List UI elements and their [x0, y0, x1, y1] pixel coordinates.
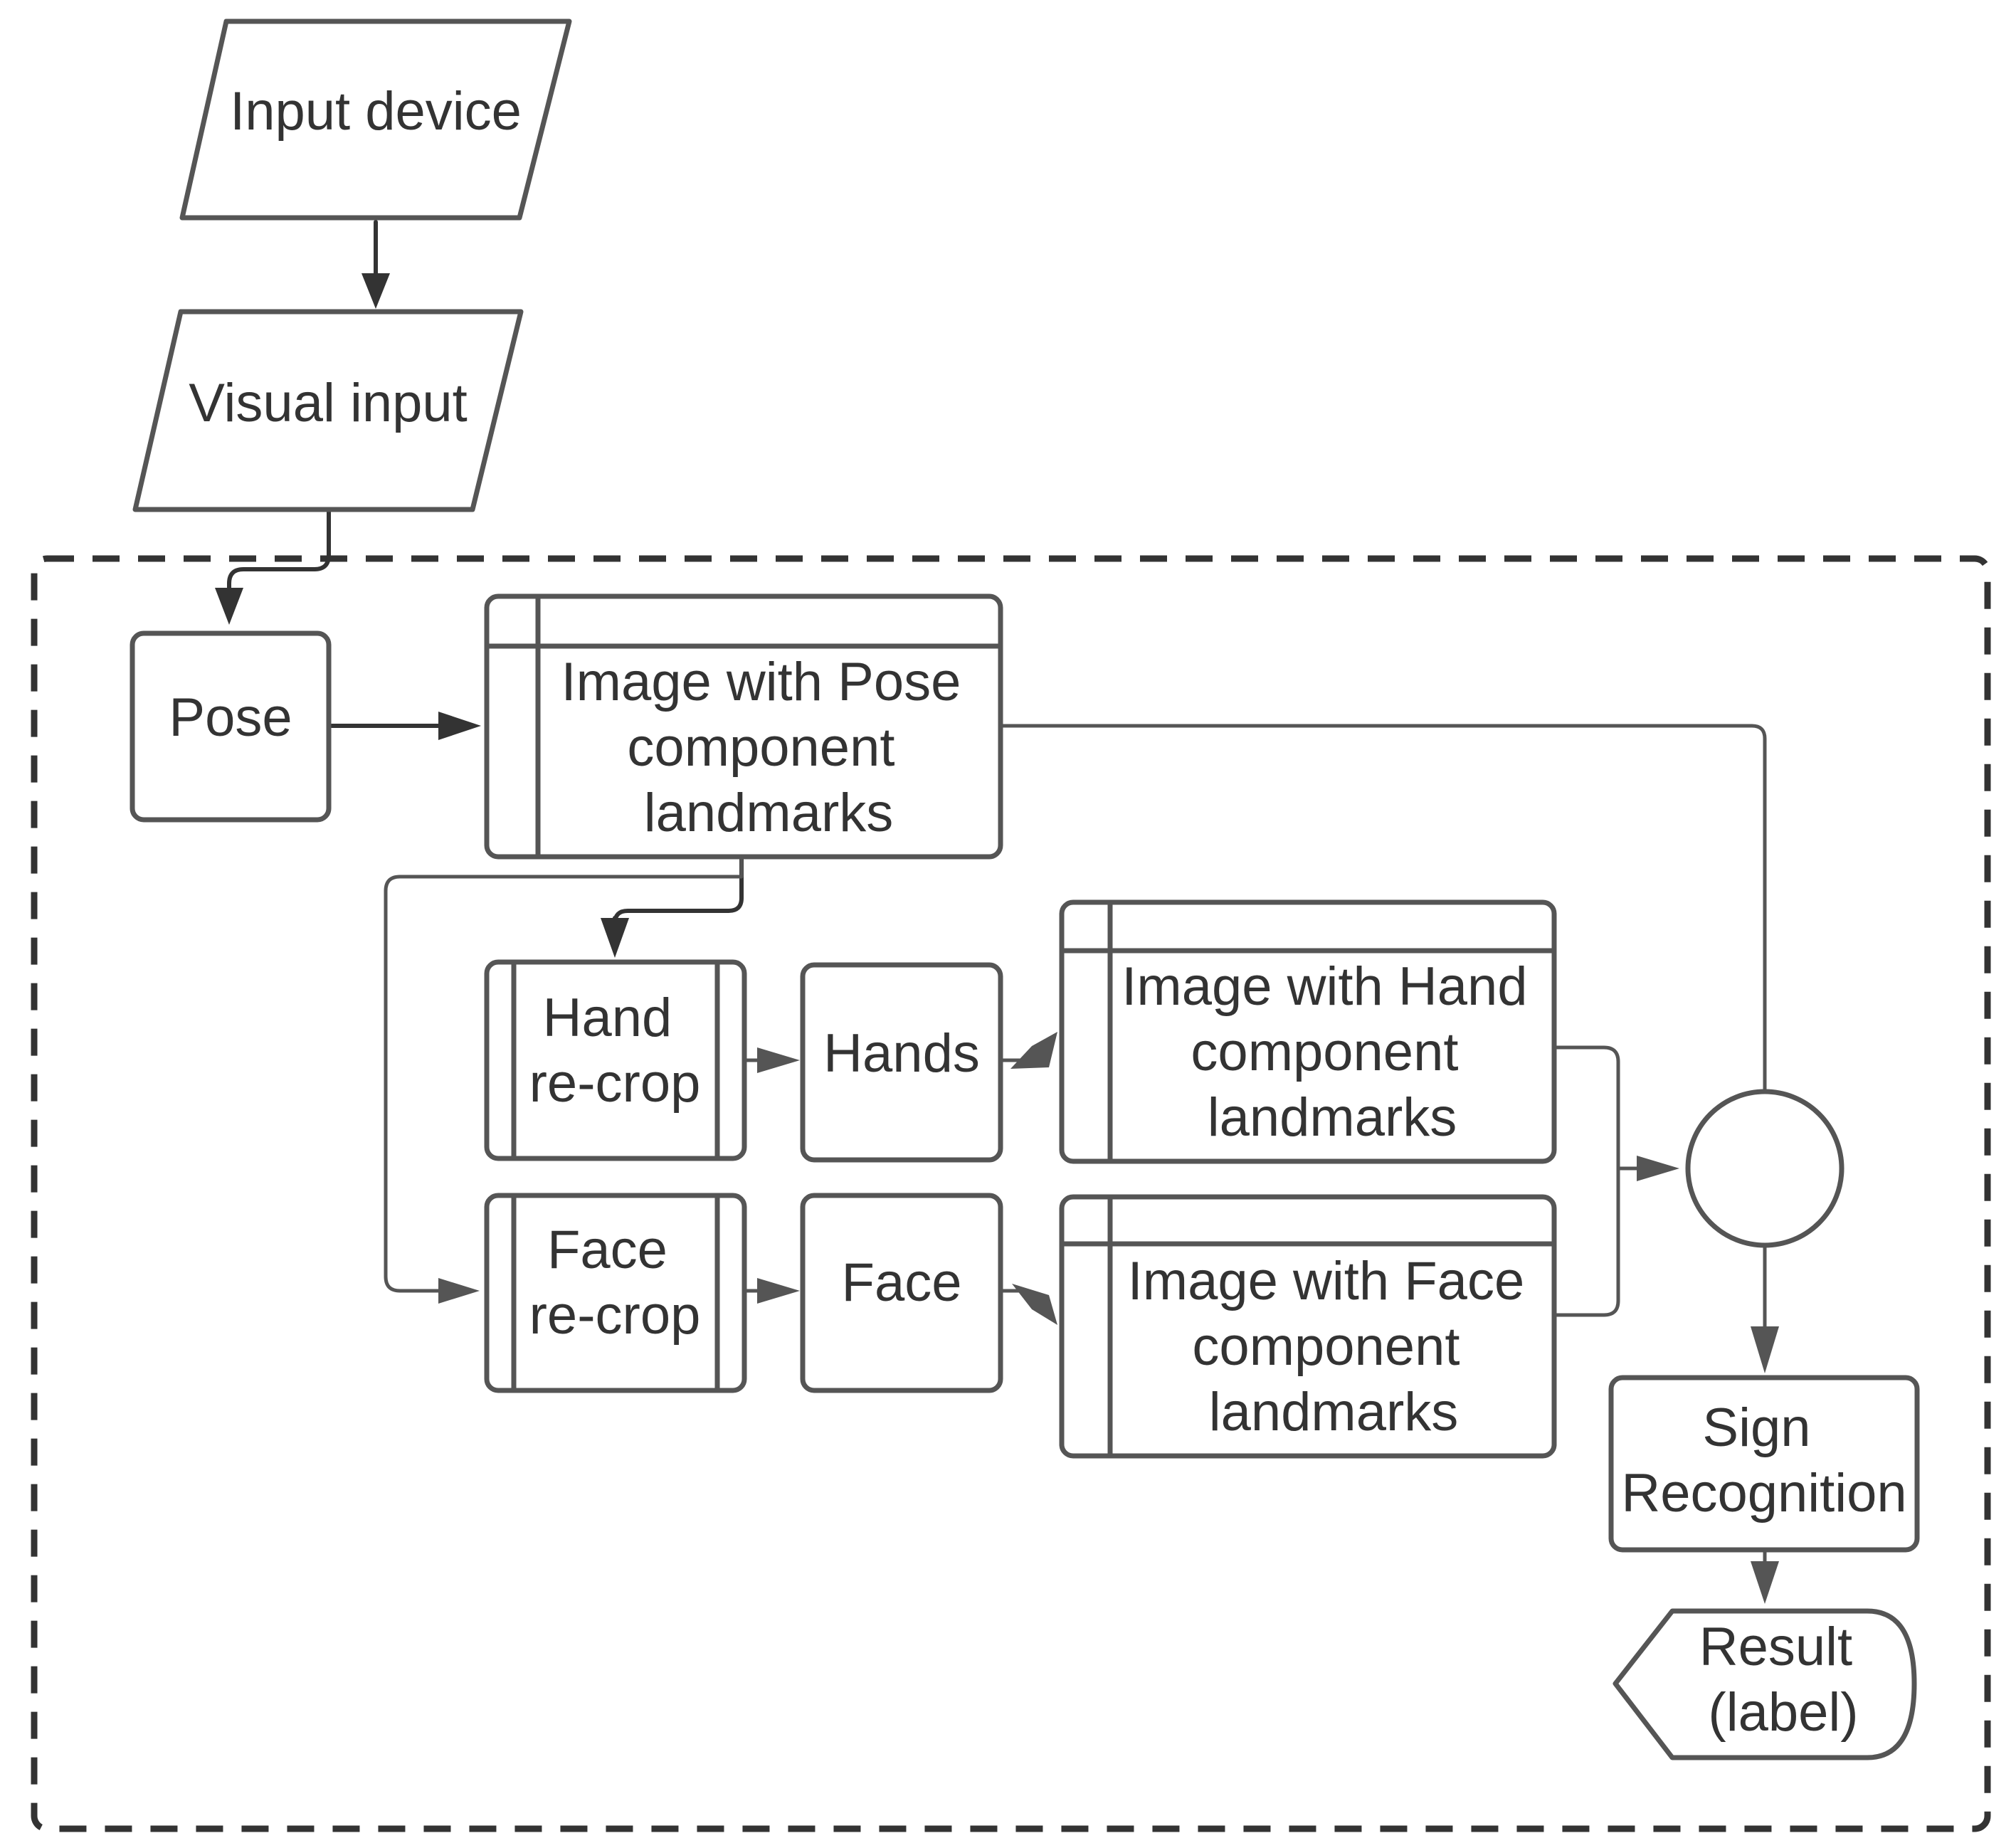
arrowhead-hand-recrop	[601, 918, 629, 958]
arrowhead-merge	[1637, 1156, 1679, 1181]
process-box	[1608, 1375, 1920, 1553]
label-line: component	[627, 717, 894, 778]
node-hand-recrop: Hand re-crop	[484, 959, 747, 1161]
edge-face-landmarks-to-merge	[1552, 1166, 1620, 1317]
process-box	[800, 962, 1003, 1163]
label-line: Recognition	[1621, 1463, 1906, 1523]
label-line: landmarks	[1208, 1087, 1457, 1148]
node-face: Face	[800, 1193, 1003, 1393]
label-line: component	[1192, 1316, 1460, 1377]
node-visual-input: Visual input	[132, 309, 524, 512]
subprocess-box	[484, 959, 747, 1161]
label-line: Pose	[169, 687, 292, 748]
arrowhead-result	[1751, 1561, 1779, 1604]
node-label: Face re-crop	[529, 1220, 701, 1346]
storage-box	[484, 593, 1003, 860]
label-line: Image with Pose	[561, 652, 961, 712]
arrowhead-face	[757, 1278, 800, 1304]
node-label: Visual input	[189, 373, 468, 433]
label-line: landmarks	[1209, 1382, 1459, 1442]
label-line: component	[1191, 1022, 1458, 1082]
label-line: Image with Face	[1128, 1251, 1525, 1311]
node-label: Image with Hand component landmarks	[1122, 956, 1542, 1148]
subprocess-box	[484, 1193, 747, 1393]
merge-node	[1685, 1089, 1845, 1248]
edge-pose-landmarks-to-hand-recrop	[613, 855, 744, 926]
arrowhead-face-landmarks	[1012, 1284, 1057, 1325]
label-line: Face	[547, 1220, 667, 1280]
node-label: Image with Face component landmarks	[1128, 1251, 1540, 1442]
edge-pose-landmarks-to-merge	[998, 724, 1767, 1098]
label-line: Image with Hand	[1122, 956, 1527, 1017]
label-line: Hand	[543, 988, 672, 1048]
node-label: Image with Pose component landmarks	[561, 652, 976, 843]
node-pose: Pose	[130, 630, 332, 823]
arrowhead-visual-input	[361, 273, 390, 309]
edge-hand-landmarks-to-merge	[1552, 1045, 1643, 1171]
storage-box	[1059, 1194, 1557, 1459]
arrowhead-face-recrop	[438, 1278, 480, 1304]
node-label: Face	[842, 1252, 962, 1313]
node-label: Input device	[230, 81, 522, 142]
display-shape	[1613, 1608, 1917, 1760]
node-hands: Hands	[800, 962, 1003, 1163]
node-face-landmarks: Image with Face component landmarks	[1059, 1194, 1557, 1459]
parallelogram-shape	[179, 19, 572, 221]
process-box	[130, 630, 332, 823]
arrowhead-sign-recognition	[1751, 1326, 1779, 1373]
connectors	[215, 220, 1779, 1604]
edge-visual-input-to-pose	[227, 509, 331, 594]
node-input-device: Input device	[179, 19, 572, 221]
arrowhead-hand-landmarks	[1010, 1032, 1057, 1069]
label-line: re-crop	[529, 1285, 701, 1346]
label-line: Face	[842, 1252, 962, 1313]
storage-box	[1059, 899, 1557, 1164]
label-line: Hands	[823, 1023, 980, 1084]
arrowhead-hands	[757, 1047, 800, 1073]
node-label: Result (label)	[1699, 1617, 1868, 1743]
node-pose-landmarks: Image with Pose component landmarks	[484, 593, 1003, 860]
arrowhead-pose-landmarks	[438, 712, 481, 740]
label-line: Input device	[230, 81, 522, 142]
processing-boundary	[31, 555, 1991, 1832]
label-line: Visual input	[189, 373, 468, 433]
label-line: (label)	[1708, 1682, 1858, 1743]
label-line: re-crop	[529, 1053, 701, 1114]
node-result: Result (label)	[1613, 1608, 1917, 1760]
node-sign-recognition: Sign Recognition	[1608, 1375, 1920, 1553]
node-label: Hands	[823, 1023, 980, 1084]
label-line: landmarks	[644, 783, 894, 843]
node-label: Pose	[169, 687, 292, 748]
label-line: Result	[1699, 1617, 1852, 1677]
node-face-recrop: Face re-crop	[484, 1193, 747, 1393]
node-hand-landmarks: Image with Hand component landmarks	[1059, 899, 1557, 1164]
label-line: Sign	[1702, 1398, 1810, 1458]
node-label: Hand re-crop	[529, 988, 701, 1114]
process-box	[800, 1193, 1003, 1393]
edge-pose-landmarks-to-face-recrop	[384, 855, 744, 1293]
arrowhead-pose	[215, 588, 243, 625]
node-label: Sign Recognition	[1621, 1398, 1906, 1523]
parallelogram-shape	[132, 309, 524, 512]
